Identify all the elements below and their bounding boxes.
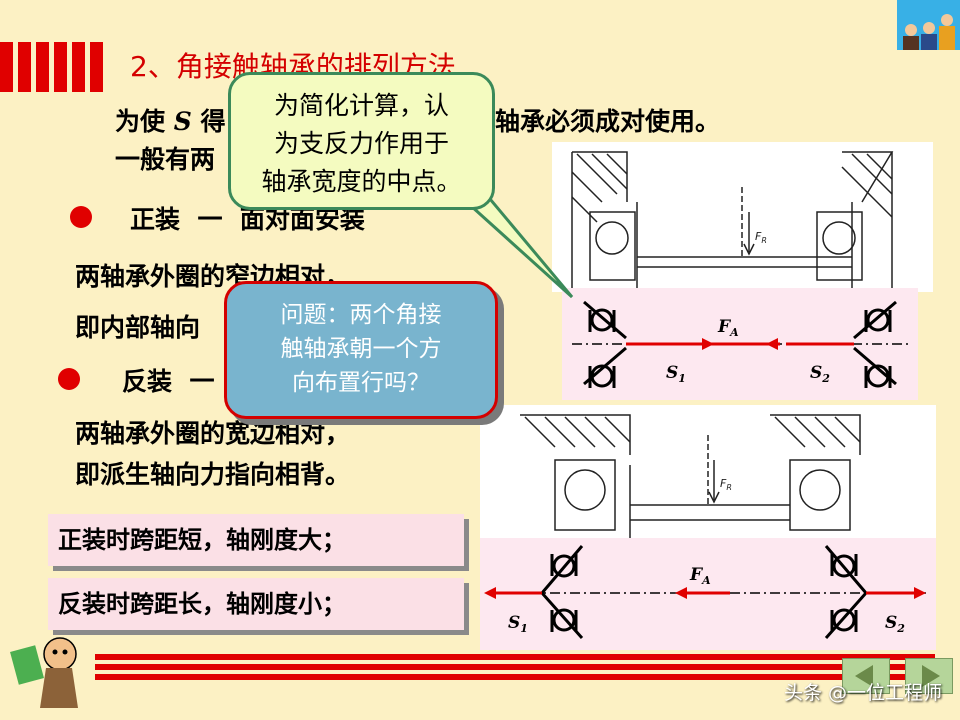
force-diagram-1: FA S1 S2 [562, 288, 918, 400]
next-button[interactable] [905, 658, 953, 694]
bullet-dot [58, 368, 80, 390]
svg-text:FR: FR [755, 230, 767, 245]
callout-line: 为支反力作用于 [273, 129, 449, 158]
intro-line-1-end: 轴承必须成对使用。 [495, 107, 721, 136]
callout-line: 向布置行吗？ [292, 370, 430, 396]
decor-bar [18, 42, 31, 92]
intro-line-2: 一般有两 [115, 145, 216, 174]
decor-bar [0, 42, 13, 92]
svg-text:S1: S1 [508, 613, 528, 635]
intro-line-1: 为使 S 得 [115, 107, 226, 136]
decor-bar [54, 42, 67, 92]
force-diagram-2: FA S1 S2 [480, 538, 936, 650]
bullet1-line2: 即内部轴向 [75, 313, 201, 342]
svg-text:S2: S2 [810, 363, 830, 385]
decor-stripes [95, 648, 935, 682]
svg-text:FA: FA [717, 317, 739, 339]
bullet-dot [70, 206, 92, 228]
decor-bar [36, 42, 49, 92]
prev-button[interactable] [842, 658, 890, 694]
teacher-icon [8, 628, 92, 714]
svg-text:S2: S2 [885, 613, 905, 635]
callout-line: 触轴承朝一个方 [280, 336, 442, 362]
callout-line: 轴承宽度的中点。 [261, 167, 462, 196]
bullet2-line1: 两轴承外圈的宽边相对， [75, 419, 351, 448]
decor-bar [90, 42, 103, 92]
callout-simplify: 为简化计算，认 为支反力作用于 轴承宽度的中点。 [228, 72, 495, 210]
callout-line: 为简化计算，认 [273, 91, 449, 120]
callout-question: 问题：两个角接 触轴承朝一个方 向布置行吗？ [224, 281, 498, 419]
watermark: 头条 @一位工程师 [783, 682, 942, 704]
bullet2-line2: 即派生轴向力指向相背。 [75, 460, 351, 489]
bearing-drawing-2: FR [480, 405, 936, 540]
svg-text:FR: FR [720, 477, 732, 492]
summary-box-1: 正装时跨距短，轴刚度大； [48, 514, 464, 566]
svg-text:FA: FA [689, 565, 711, 587]
decor-bar [72, 42, 85, 92]
svg-text:S1: S1 [666, 363, 686, 385]
bearing-drawing-1: FR [552, 142, 933, 292]
callout-line: 问题：两个角接 [280, 302, 442, 328]
people-icon [897, 0, 960, 50]
summary-box-2: 反装时跨距长，轴刚度小； [48, 578, 464, 630]
bullet2-heading: 反装 一 [122, 367, 215, 396]
